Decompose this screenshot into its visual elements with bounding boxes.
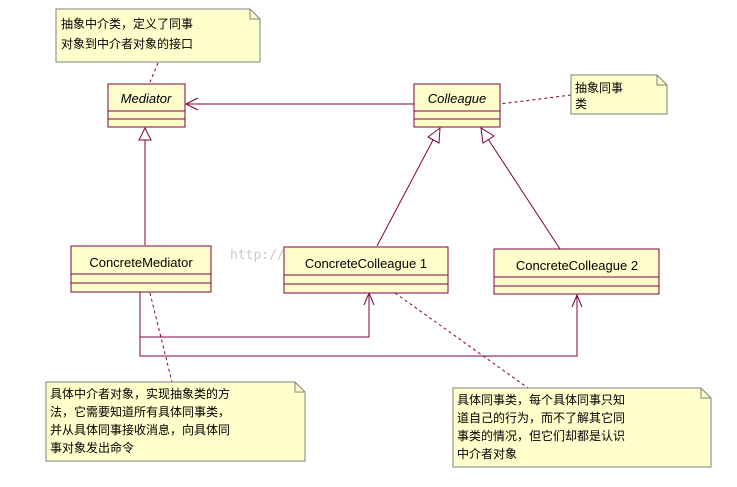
class-name-concrete-colleague-1: ConcreteColleague 1 [305, 256, 427, 271]
note-concrete-colleague-line-3: 事类的情况，但它们却都是认识 [457, 428, 625, 443]
association-arrowhead-cc2 [571, 293, 583, 308]
note-concrete-colleague-line-4: 中介者对象 [457, 446, 517, 461]
note-concrete-mediator-line-1: 具体中介者对象，实现抽象类的方 [50, 386, 230, 401]
note-mediator-line-1: 抽象中介类，定义了同事 [61, 16, 193, 31]
class-name-mediator: Mediator [121, 91, 172, 106]
class-name-colleague: Colleague [428, 91, 487, 106]
class-mediator: Mediator [107, 83, 186, 128]
class-name-concrete-colleague-2: ConcreteColleague 2 [516, 258, 638, 273]
class-name-concrete-mediator: ConcreteMediator [89, 255, 193, 270]
class-concrete-mediator: ConcreteMediator [70, 245, 212, 293]
class-concrete-colleague-2: ConcreteColleague 2 [493, 248, 660, 295]
generalization-line-colleague-1 [376, 139, 434, 247]
note-concrete-mediator: 具体中介者对象，实现抽象类的方 法，它需要知道所有具体同事类， 并从具体同事接收… [45, 381, 306, 462]
class-colleague: Colleague [413, 83, 501, 128]
class-concrete-colleague-1: ConcreteColleague 1 [283, 246, 449, 294]
generalization-triangle-colleague-1 [427, 126, 441, 144]
note-concrete-colleague: 具体同事类，每个具体同事只知 道自己的行为，而不了解其它同 事类的情况，但它们却… [452, 387, 712, 468]
generalization-triangle-mediator [138, 126, 152, 141]
association-line-cc1 [139, 292, 370, 338]
note-anchors [149, 62, 572, 389]
note-anchor-mediator [149, 62, 159, 83]
note-colleague: 抽象同事 类 [570, 74, 668, 115]
association-line-cc2 [139, 296, 578, 357]
note-anchor-concrete-colleague [394, 292, 529, 389]
note-anchor-colleague [499, 94, 572, 105]
note-mediator-line-2: 对象到中介者对象的接口 [61, 36, 193, 51]
association-arrowhead [184, 97, 199, 111]
note-concrete-colleague-line-2: 道自己的行为，而不了解其它同 [457, 410, 625, 425]
generalization-triangle-colleague-2 [480, 127, 495, 144]
note-colleague-line-2: 类 [575, 97, 587, 111]
generalization-line-colleague-2 [487, 138, 561, 250]
note-concrete-mediator-line-2: 法，它需要知道所有具体同事类， [50, 404, 230, 419]
note-concrete-mediator-line-3: 并从具体同事接收消息，向具体同 [50, 422, 230, 437]
note-mediator: 抽象中介类，定义了同事 对象到中介者对象的接口 [55, 8, 261, 63]
connectors [138, 97, 583, 357]
note-concrete-mediator-line-4: 事对象发出命令 [50, 440, 134, 455]
note-colleague-line-1: 抽象同事 [575, 81, 623, 95]
note-concrete-colleague-line-1: 具体同事类，每个具体同事只知 [457, 392, 625, 407]
